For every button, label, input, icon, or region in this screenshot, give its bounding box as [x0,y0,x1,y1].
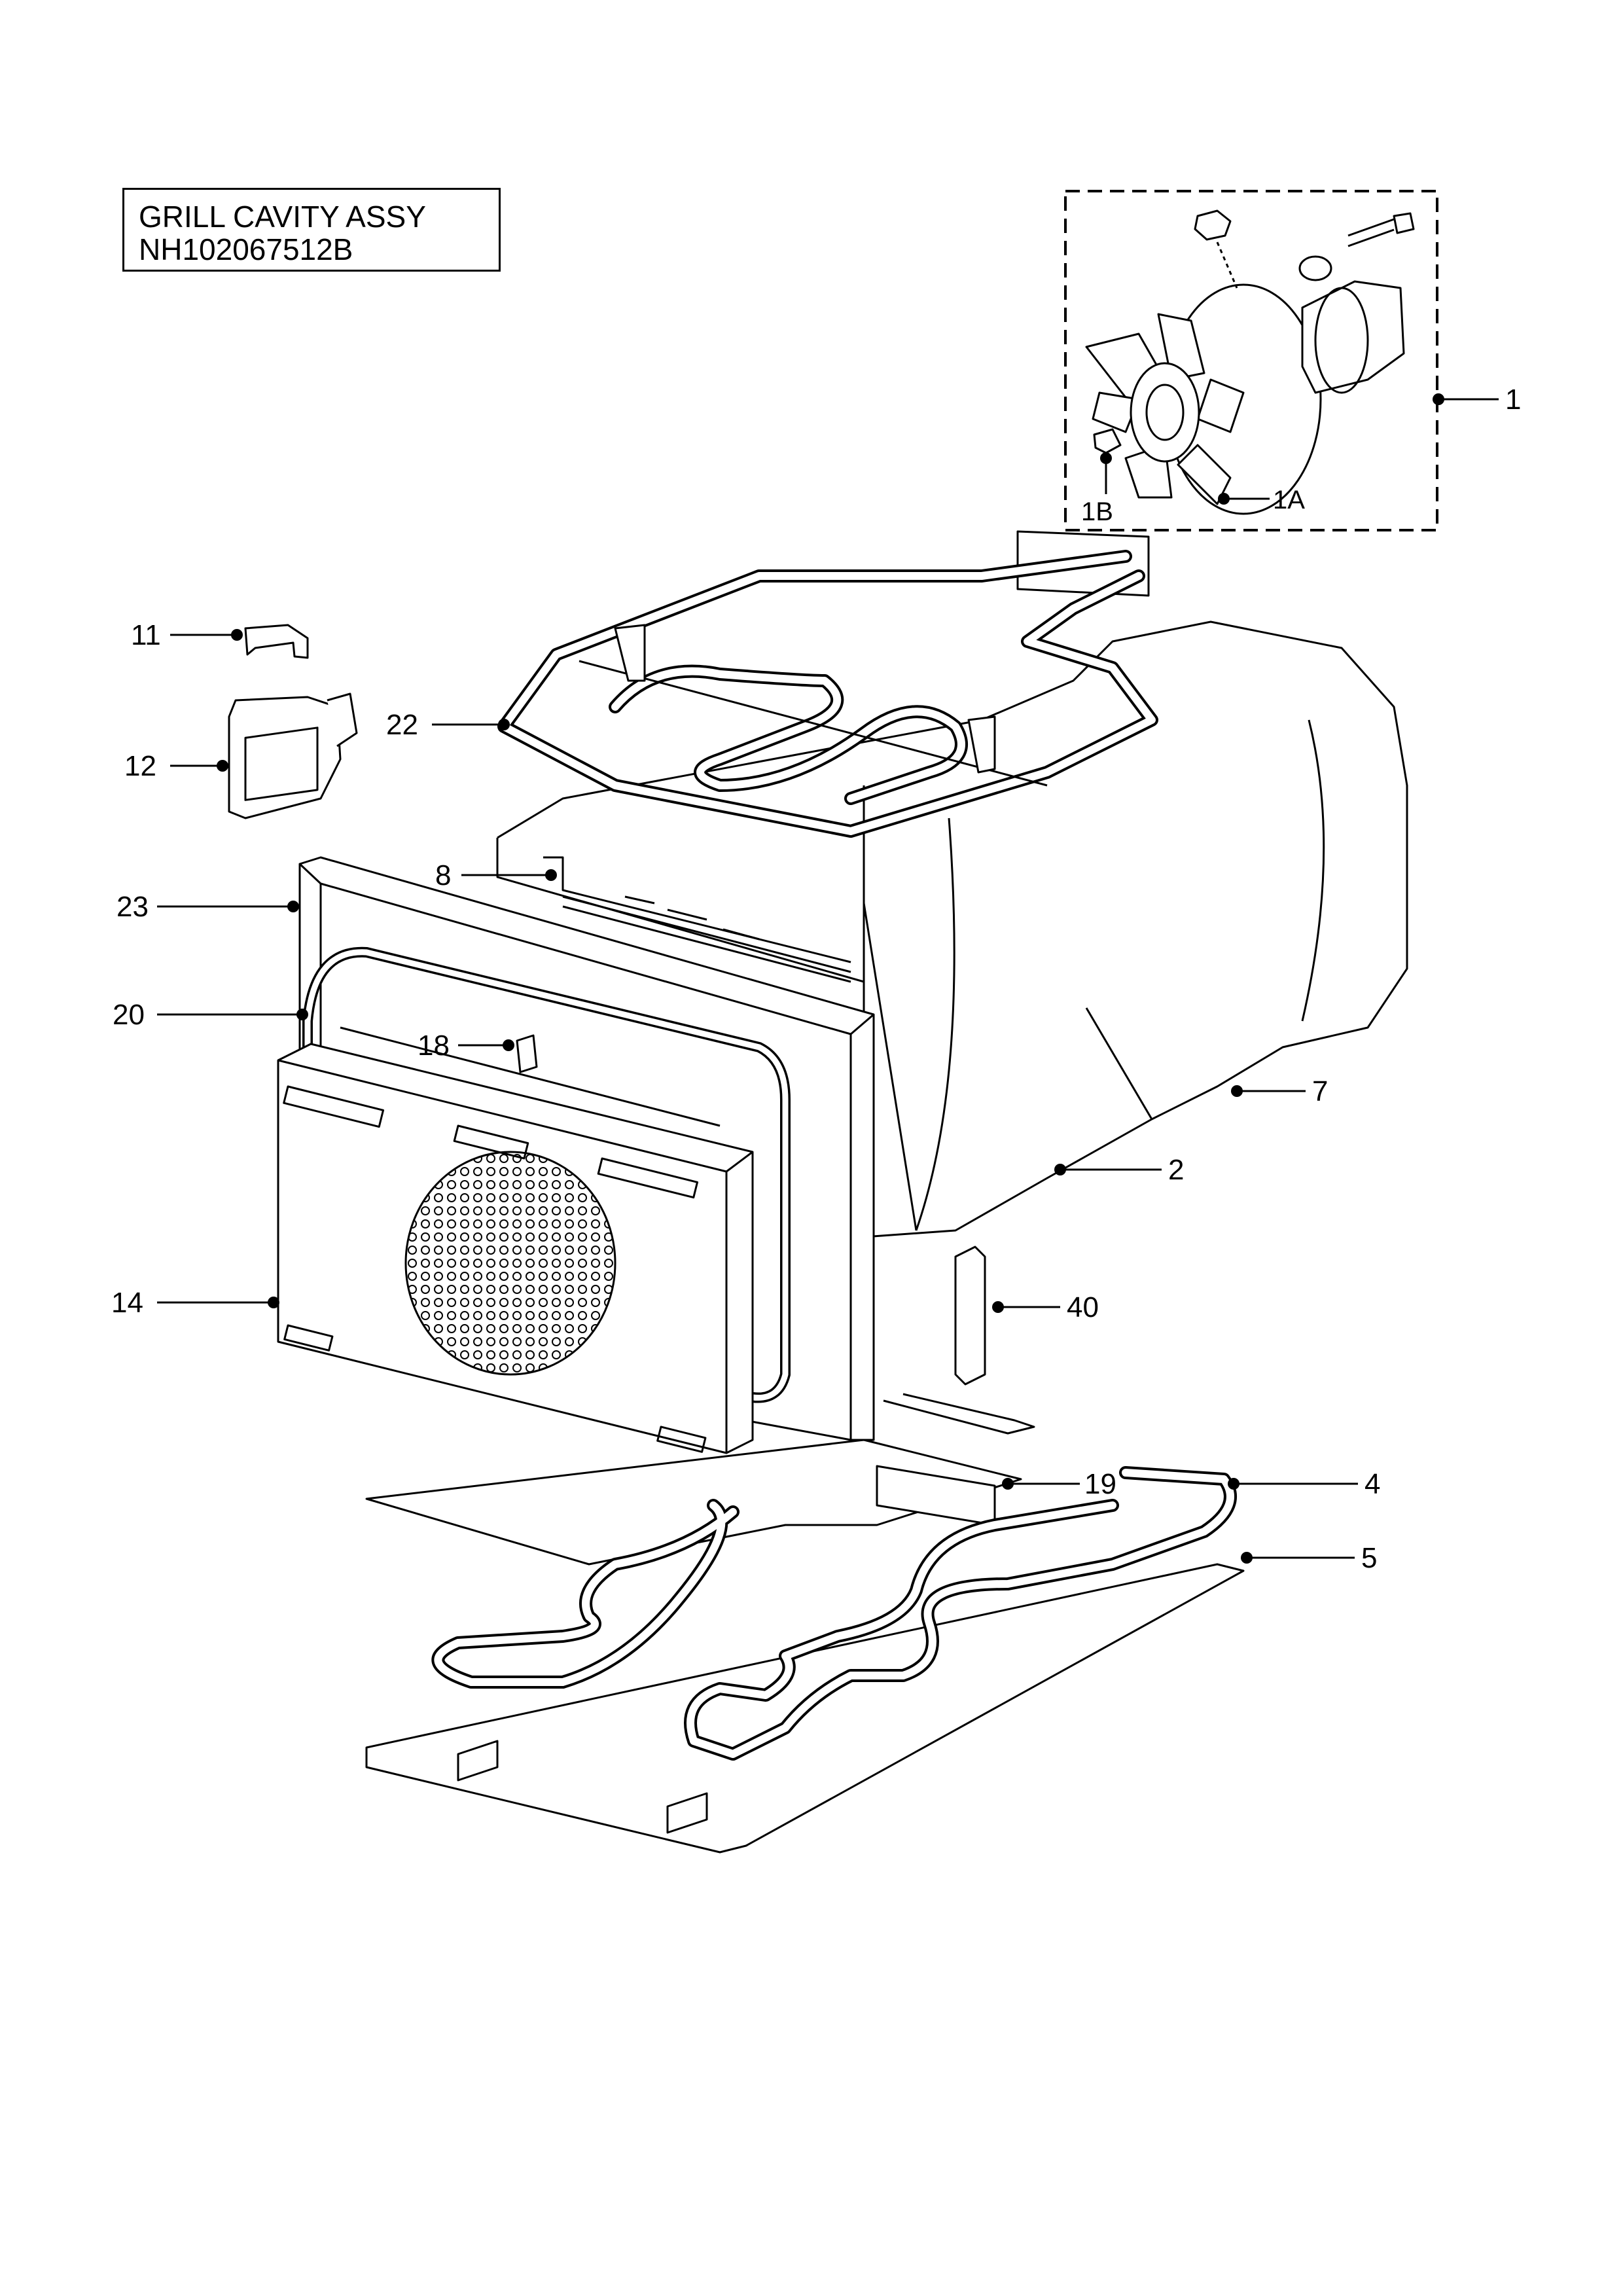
fan-motor-assembly [1064,190,1438,531]
callout-label-1: 1 [1505,384,1521,416]
callout-label-14: 14 [111,1287,143,1319]
assembly-name: GRILL CAVITY ASSY [139,200,426,234]
callout-18: 18 [418,1030,514,1062]
motor-housing-ring [1314,287,1369,394]
callout-1a: 1A [1218,486,1305,514]
grill-element-part-22 [497,530,1158,838]
callout-2: 2 [1054,1154,1184,1186]
fan-motor-body [1301,280,1405,394]
fan-nut [1194,209,1232,241]
fan-grille [404,1151,616,1376]
callout-label-12: 12 [124,750,156,782]
callout-label-18: 18 [418,1030,450,1062]
callout-label-23: 23 [116,891,149,923]
callout-40: 40 [992,1291,1099,1323]
callout-14: 14 [111,1287,279,1319]
callout-23: 23 [116,891,299,923]
callout-20: 20 [113,999,308,1031]
shelf-support-part-8 [543,856,851,983]
callout-label-2: 2 [1168,1154,1184,1186]
title-block: GRILL CAVITY ASSY NH102067512B [122,188,501,272]
callout-label-19: 19 [1084,1468,1116,1500]
bracket-part-40 [954,1246,986,1386]
motor-terminal [1298,255,1332,281]
callout-5: 5 [1241,1542,1377,1574]
cavity-wrap-part-7 [497,620,1408,1238]
callout-label-7: 7 [1312,1075,1328,1107]
callout-label-5: 5 [1361,1542,1377,1574]
callout-label-4: 4 [1364,1468,1380,1500]
callout-7: 7 [1231,1075,1328,1107]
callout-label-1b: 1B [1081,497,1113,526]
callout-label-20: 20 [113,999,145,1031]
callout-4: 4 [1228,1468,1380,1500]
callout-label-8: 8 [435,859,451,891]
fan-blade [1085,313,1245,505]
back-panel-part-14 [277,1026,754,1454]
oven-lamp-part-12 [228,692,358,819]
fan-bolt [1347,212,1415,247]
callout-label-1a: 1A [1273,486,1305,514]
callout-22: 22 [386,709,510,741]
clip-part-18 [516,1034,538,1073]
bottom-assembly [365,1393,1245,1854]
part-number: NH102067512B [139,232,353,266]
fan-small-nut [1093,428,1122,454]
callout-11: 11 [131,619,243,651]
callout-label-40: 40 [1067,1291,1099,1323]
fan-assembly-dashed-box [1064,190,1438,531]
callout-12: 12 [124,750,228,782]
callout-1b: 1B [1081,452,1113,526]
callout-label-22: 22 [386,709,418,741]
bracket-part-11 [244,624,309,659]
callout-label-11: 11 [131,619,161,651]
callout-19: 19 [1002,1468,1116,1500]
oven-cavity-body [496,620,1408,1238]
callout-8: 8 [435,859,557,891]
front-bottom-bar [365,1439,1022,1566]
callout-1: 1 [1433,384,1521,416]
